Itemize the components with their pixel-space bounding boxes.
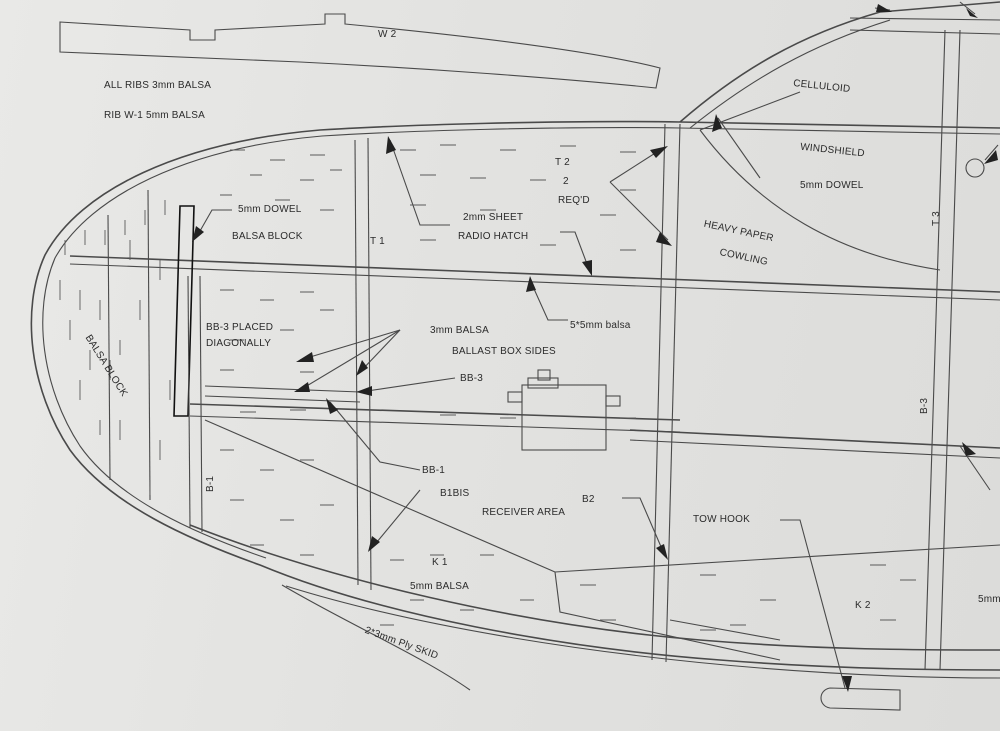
- label-5x5-balsa: 5*5mm balsa: [570, 320, 631, 331]
- label-dowel-left: 5mm DOWEL: [238, 204, 302, 215]
- label-t1: T 1: [370, 236, 385, 247]
- label-b1bis: B1BIS: [440, 488, 470, 499]
- w2-rib-outline: [59, 13, 661, 89]
- canopy-outline: [679, 1, 1000, 123]
- fuselage-outline-inner: [42, 126, 1000, 559]
- canopy-upper-line-2: [849, 29, 1000, 35]
- label-5mm-cut: 5mm: [978, 594, 1000, 605]
- former-t1: [354, 139, 359, 586]
- label-diagonally: DIAGONALLY: [206, 338, 272, 349]
- label-t2-qty: 2: [563, 176, 569, 187]
- k2-line: [669, 619, 781, 641]
- arrowheads: [192, 4, 998, 692]
- keel-lower-line-2: [285, 585, 1000, 679]
- nose-grain-vertical: [59, 200, 171, 495]
- label-t2: T 2: [555, 157, 570, 168]
- label-5mm-balsa: 5mm BALSA: [410, 581, 470, 592]
- label-bb3: BB-3: [460, 373, 484, 384]
- former-b2-2: [665, 123, 681, 663]
- label-receiver-area: RECEIVER AREA: [482, 507, 566, 518]
- label-rib-w1: RIB W-1 5mm BALSA: [104, 110, 206, 121]
- servo-drawing: [507, 369, 621, 451]
- label-balsa-block-top: BALSA BLOCK: [232, 231, 303, 242]
- label-reqd: REQ'D: [558, 195, 590, 206]
- former-b1: [187, 275, 191, 529]
- former-b3: [924, 29, 946, 671]
- label-bb3-placed: BB-3 PLACED: [206, 322, 274, 333]
- nose-former-2: [107, 214, 111, 481]
- label-b3: B-3: [919, 397, 930, 414]
- label-b2: B2: [582, 494, 595, 505]
- label-dowel-right: 5mm DOWEL: [800, 180, 864, 191]
- grain-hatching: [220, 144, 916, 631]
- label-radio-hatch: RADIO HATCH: [458, 231, 529, 242]
- former-b3-2: [939, 29, 961, 671]
- top-longeron: [69, 255, 1000, 293]
- label-t3: T 3: [931, 211, 942, 226]
- label-2mm-sheet: 2mm SHEET: [463, 212, 524, 223]
- mid-longeron-right: [629, 429, 1000, 449]
- label-k2: K 2: [855, 600, 871, 611]
- k1-line-2: [554, 571, 781, 661]
- former-t1-2: [367, 137, 372, 591]
- fuselage-outline: [30, 120, 1000, 671]
- windshield-curve: [699, 129, 941, 271]
- bb3-lower-rail: [204, 395, 361, 403]
- former-b1-2: [199, 275, 203, 533]
- label-3mm-balsa: 3mm BALSA: [430, 325, 490, 336]
- dowel-circle: [965, 158, 985, 178]
- label-b1: B-1: [205, 475, 216, 492]
- canopy-inner: [689, 19, 891, 129]
- label-w2: W 2: [378, 29, 397, 40]
- nose-dowel: [173, 205, 195, 417]
- skid-outline: [281, 584, 471, 691]
- tow-hook-outline: [820, 687, 901, 711]
- label-tow-hook: TOW HOOK: [693, 514, 750, 525]
- nose-former: [147, 189, 151, 501]
- k1-line: [554, 544, 1000, 573]
- ballast-longeron-2: [189, 415, 681, 433]
- keel-lower-line: [189, 524, 1000, 651]
- former-b2: [651, 123, 666, 661]
- ballast-longeron: [189, 403, 681, 421]
- mid-longeron-right-2: [629, 439, 1000, 459]
- canopy-upper-line: [849, 17, 1000, 21]
- label-all-ribs: ALL RIBS 3mm BALSA: [104, 80, 212, 91]
- top-longeron-2: [69, 263, 1000, 301]
- label-ballast-box-sides: BALLAST BOX SIDES: [452, 346, 556, 357]
- label-bb1: BB-1: [422, 465, 446, 476]
- bb3-upper-rail: [204, 385, 361, 393]
- label-k1: K 1: [432, 557, 448, 568]
- receiver-diagonal: [204, 419, 556, 573]
